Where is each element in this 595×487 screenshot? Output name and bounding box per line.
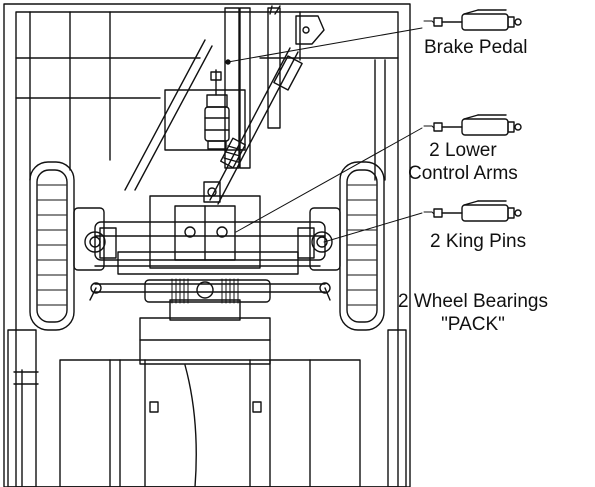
- steering-shaft-icon: [203, 47, 303, 205]
- wheel-bearings-line1: 2 Wheel Bearings: [398, 291, 548, 312]
- wheel-bearings-label: 2 Wheel Bearings "PACK": [398, 290, 548, 336]
- lower-control-arms-label: 2 Lower Control Arms: [408, 139, 518, 185]
- lower-control-arms-line1: 2 Lower: [429, 140, 497, 161]
- chassis-frame-icon: [3, 3, 411, 487]
- brake-master-cylinder: [204, 5, 325, 150]
- lower-control-arms-line2: Control Arms: [408, 163, 518, 184]
- brake-pedal-label: Brake Pedal: [424, 36, 528, 59]
- king-pins-text: 2 King Pins: [430, 231, 527, 252]
- grease-gun-icon: [423, 200, 522, 222]
- grease-gun-icon: [423, 114, 522, 136]
- tire-icon: [297, 161, 385, 331]
- grease-gun-icon: [423, 9, 522, 31]
- axle-icon: [89, 195, 331, 304]
- tire-icon: [29, 161, 117, 331]
- leader-lines: [227, 27, 423, 243]
- brake-pedal-text: Brake Pedal: [424, 37, 528, 58]
- wheel-bearings-line2: "PACK": [441, 314, 505, 335]
- king-pins-label: 2 King Pins: [430, 230, 526, 253]
